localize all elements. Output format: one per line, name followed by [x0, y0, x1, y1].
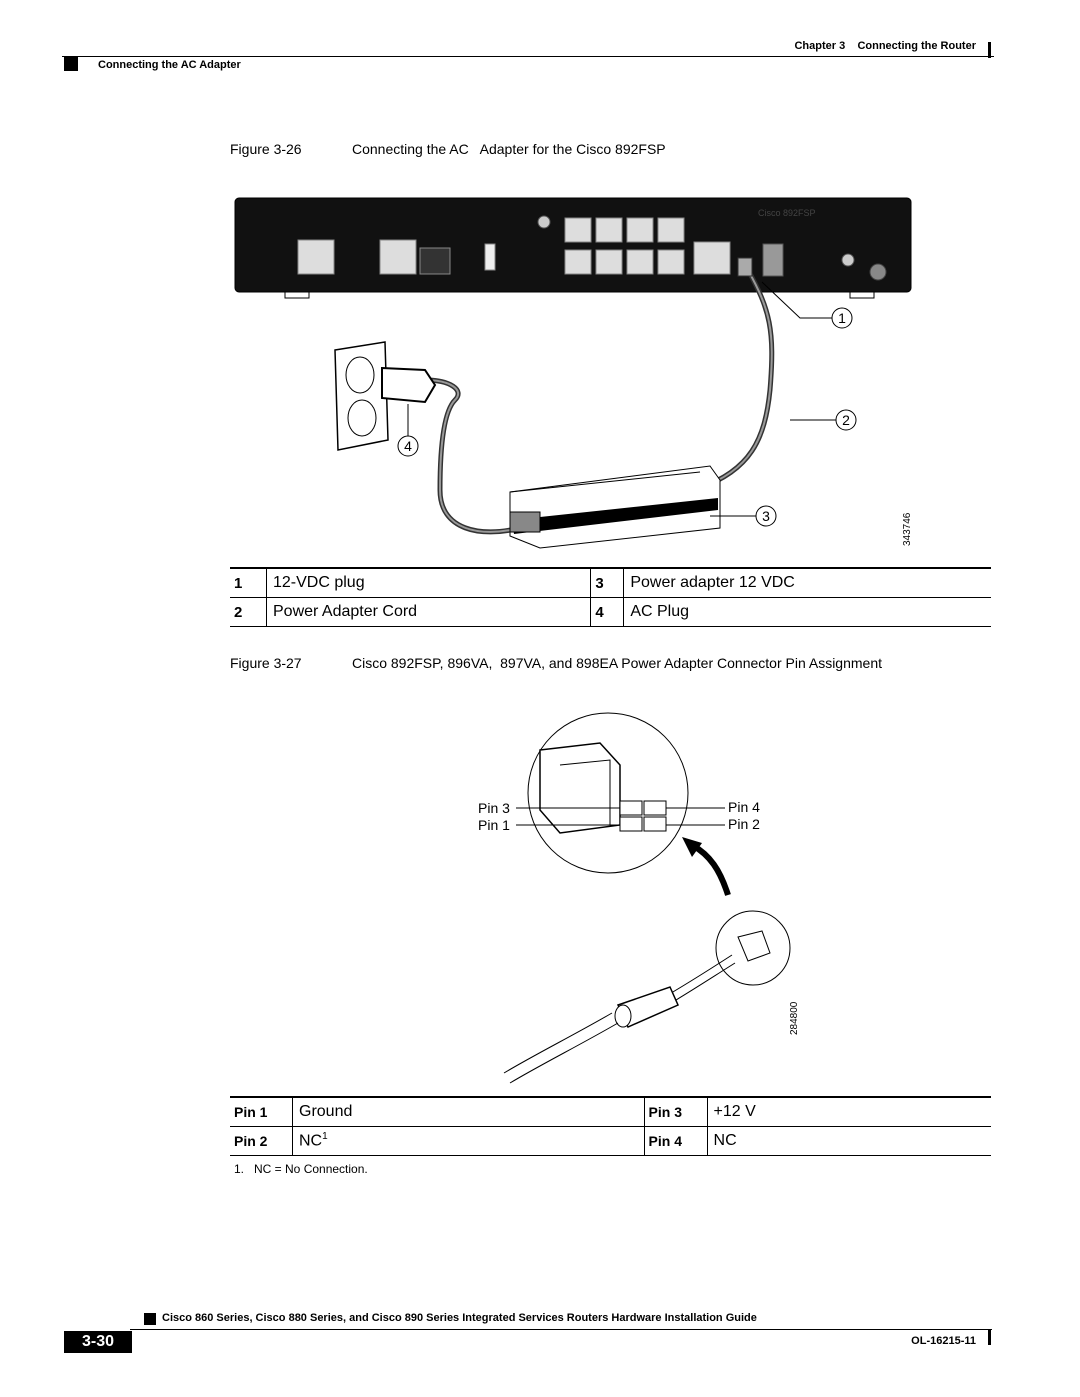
header-rule: [62, 56, 994, 57]
figure1-art-id: 343746: [902, 512, 913, 546]
pin-name: Pin 3: [643, 1096, 708, 1127]
legend-text: 12-VDC plug: [265, 567, 591, 598]
legend-num: 1: [230, 567, 267, 598]
footer-marker: [144, 1313, 156, 1325]
callout-1: 1: [838, 310, 846, 326]
table-row: Pin 1 Ground Pin 3 +12 V: [230, 1096, 991, 1127]
callout-4: 4: [404, 438, 412, 454]
chapter-header: Chapter 3 Connecting the Router: [794, 40, 976, 52]
footnote: 1. NC = No Connection.: [234, 1162, 368, 1176]
legend-text: AC Plug: [623, 597, 991, 627]
section-title: Connecting the AC Adapter: [98, 59, 241, 71]
pin3-label: Pin 3: [478, 800, 510, 816]
pin-value: NC: [706, 1126, 991, 1156]
chapter-number: Chapter 3: [794, 40, 846, 52]
pin-name: Pin 1: [230, 1096, 293, 1127]
legend-num: 2: [230, 597, 267, 627]
figure2-label: Figure 3-27: [230, 655, 302, 671]
legend-text: Power adapter 12 VDC: [623, 567, 991, 598]
figure2-art-id: 284800: [789, 1001, 800, 1035]
router-ac-adapter-illustration: Cisco 892FSP 1 2 3 4 343746: [234, 197, 913, 549]
footer-rule-end: [988, 1329, 991, 1345]
page-number: 3-30: [64, 1331, 132, 1353]
callout-3: 3: [762, 508, 770, 524]
device-label: Cisco 892FSP: [758, 208, 816, 218]
pin4-label: Pin 4: [728, 799, 760, 815]
legend-num: 3: [590, 567, 624, 598]
figure1-legend-table: 1 12-VDC plug 3 Power adapter 12 VDC 2 P…: [230, 567, 991, 627]
doc-number: OL-16215-11: [911, 1335, 976, 1347]
figure1-caption: Connecting the AC Adapter for the Cisco …: [352, 141, 666, 157]
pin-assignment-table: Pin 1 Ground Pin 3 +12 V Pin 2 NC1 Pin 4…: [230, 1096, 991, 1156]
pin-value: NC: [299, 1132, 323, 1150]
callout-2: 2: [842, 412, 850, 428]
section-marker: [64, 57, 78, 71]
figure1-label: Figure 3-26: [230, 141, 302, 157]
legend-text: Power Adapter Cord: [265, 597, 591, 627]
footnote-ref[interactable]: 1: [322, 1131, 328, 1143]
pin2-label: Pin 2: [728, 816, 760, 832]
pin-value: +12 V: [706, 1096, 991, 1127]
header-rule-end: [988, 42, 991, 58]
legend-num: 4: [590, 597, 624, 627]
pin-value: Ground: [292, 1096, 645, 1127]
pin-value-cell: NC1: [292, 1126, 645, 1156]
footer-title: Cisco 860 Series, Cisco 880 Series, and …: [162, 1312, 757, 1324]
pin-name: Pin 4: [643, 1126, 708, 1156]
connector-pin-illustration: Pin 3 Pin 1 Pin 4 Pin 2 284800: [478, 712, 800, 1084]
table-row: Pin 2 NC1 Pin 4 NC: [230, 1126, 991, 1156]
pin1-label: Pin 1: [478, 817, 510, 833]
legend-row: 2 Power Adapter Cord 4 AC Plug: [230, 597, 991, 627]
chapter-title: Connecting the Router: [857, 40, 976, 52]
legend-row: 1 12-VDC plug 3 Power adapter 12 VDC: [230, 567, 991, 598]
pin-name: Pin 2: [230, 1126, 293, 1156]
footer-rule: [130, 1329, 992, 1330]
figure2-caption: Cisco 892FSP, 896VA, 897VA, and 898EA Po…: [352, 655, 882, 671]
